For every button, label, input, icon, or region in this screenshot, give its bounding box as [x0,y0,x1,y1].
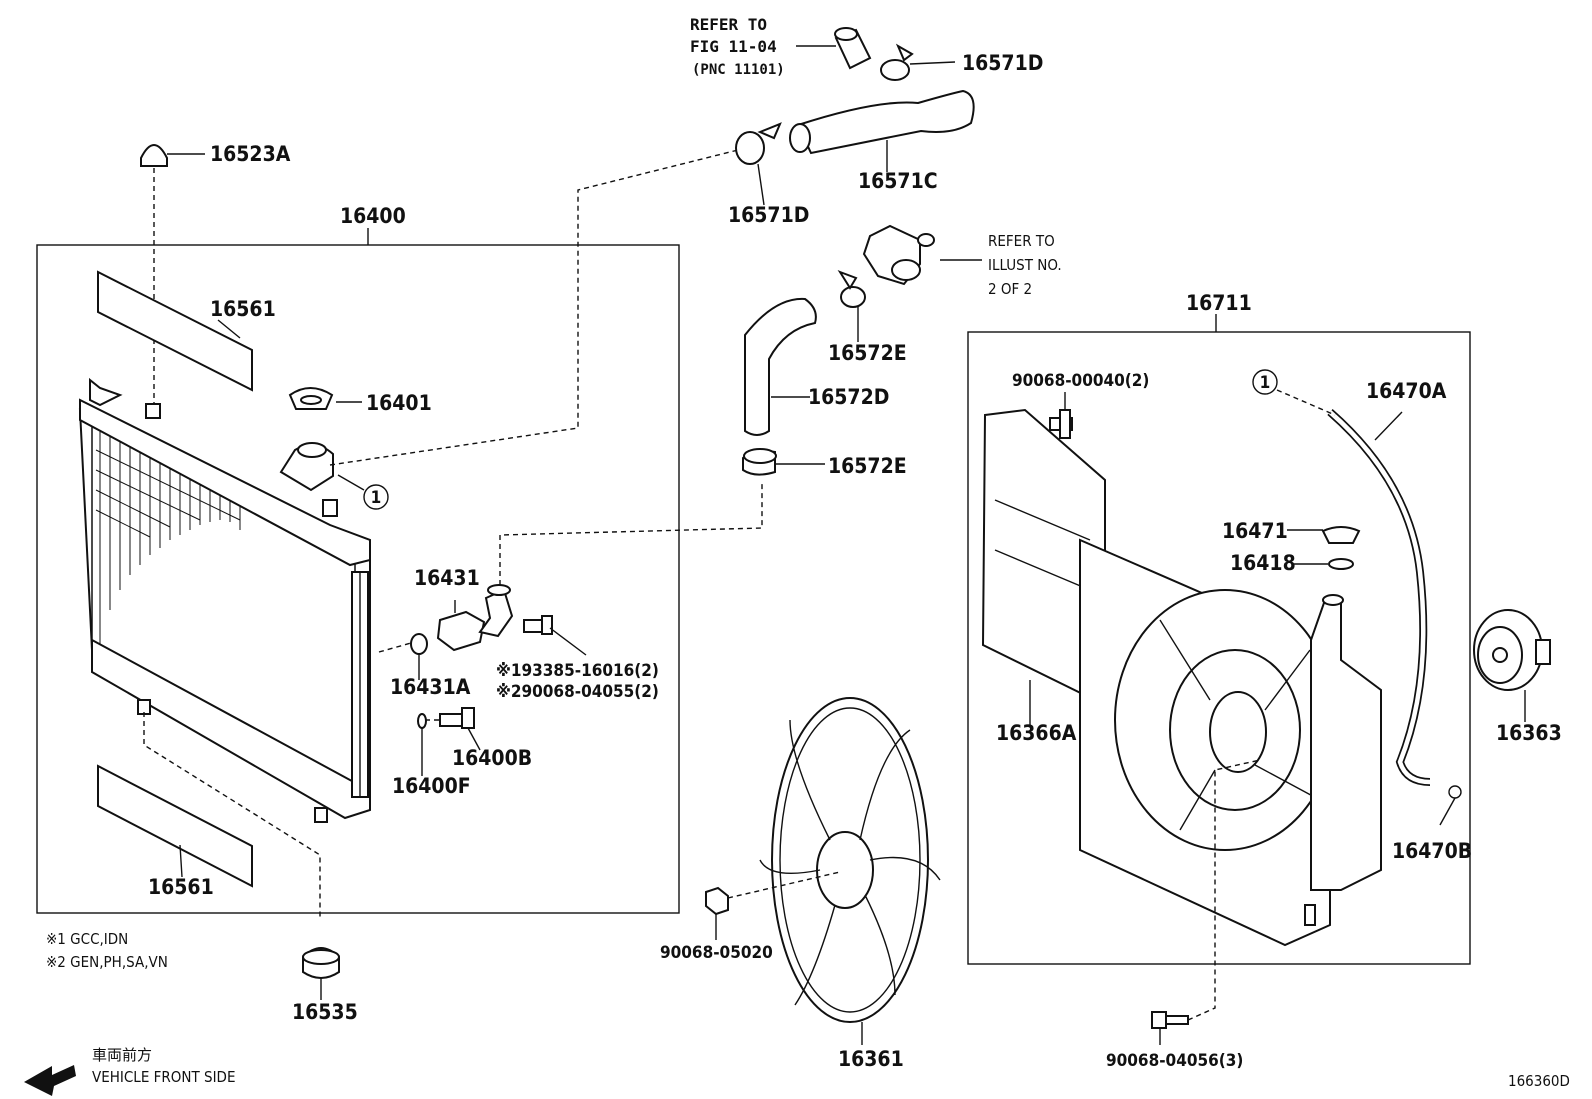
ref2-line1: REFER TO [988,232,1055,250]
cooling-fan-16361 [759,697,941,1045]
o-ring-16431A [378,633,428,680]
ref1-line3: (PNC 11101) [692,62,785,78]
fan-shroud-16711 [1079,538,1382,947]
label-16571C: 16571C [858,169,938,193]
label-16470A: 16470A [1366,379,1447,403]
label-16711: 16711 [1186,291,1252,315]
direction-en: VEHICLE FRONT SIDE [92,1068,235,1086]
ref2-line2: ILLUST NO. [988,256,1062,274]
bolt-90068-00040 [1049,392,1073,439]
label-90068-05020: 90068-05020 [660,943,773,963]
cushion-16535 [302,947,340,1000]
hose-path-lower [499,482,763,585]
note-2: ※2 GEN,PH,SA,VN [46,953,168,971]
bolt-93385-16016 [523,615,587,656]
label-16418: 16418 [1230,551,1296,575]
callout-1-shroud-label: 1 [1260,373,1271,393]
clip-16470B [1439,785,1462,826]
label-16572E-top: 16572E [828,341,907,365]
bolt-90068-04056 [1151,759,1261,1045]
label-16400B: 16400B [452,746,532,770]
label-90068-00040: 90068-00040(2) [1012,371,1149,391]
label-90068-04056: 90068-04056(3) [1106,1051,1243,1071]
label-16470B: 16470B [1392,839,1472,863]
clamp-16571D-top [880,43,956,81]
direction-jp: 車両前方 [92,1046,152,1064]
label-16561-bottom: 16561 [148,875,214,899]
o-ring-16400F [417,713,427,776]
nut-90068-05020 [705,871,841,940]
drain-cock-16400B [425,707,481,751]
hose-connector-11101 [796,27,872,70]
callout-1-radiator: 1 [337,474,389,510]
fan-motor-16363 [1473,609,1551,722]
label-bolt-2: ※290068-04055(2) [496,682,659,702]
radiator-group-box [36,244,680,914]
label-16366A: 16366A [996,721,1077,745]
label-16400F: 16400F [392,774,471,798]
insulator-16561-top [97,270,253,392]
label-16561-top: 16561 [210,297,276,321]
label-16431: 16431 [414,566,480,590]
clamp-16571D-mid [735,122,782,206]
insulator-16561-bottom [97,712,321,920]
note-1: ※1 GCC,IDN [46,930,128,948]
clamp-16572E-bottom [742,448,825,476]
label-16401: 16401 [366,391,432,415]
label-16572E-bottom: 16572E [828,454,907,478]
label-16361: 16361 [838,1047,904,1071]
callout-1-shroud: 1 [1252,369,1336,416]
upper-hose-16571C [789,89,975,172]
label-16363: 16363 [1496,721,1562,745]
ref1-line1: REFER TO [690,15,767,34]
label-bolt-1: ※193385-16016(2) [496,661,659,681]
shroud-seal-16366A [981,408,1106,725]
overflow-hose-16470A [1327,408,1431,786]
radiator-cap-16523A [140,144,205,410]
lower-hose-16572D [744,297,817,436]
water-inlet-housing [862,224,982,286]
clamp-16572E-top [837,270,866,342]
label-16571D-top: 16571D [962,51,1043,75]
vehicle-front-arrow-icon [24,1065,76,1096]
diagram-id: 166360D [1508,1072,1570,1090]
callout-1-radiator-label: 1 [371,488,382,508]
label-16431A: 16431A [390,675,471,699]
radiator-cap-16401 [288,387,362,410]
label-16535: 16535 [292,1000,358,1024]
ref1-line2: FIG 11-04 [690,37,777,56]
label-16572D: 16572D [808,385,889,409]
ref2-line3: 2 OF 2 [988,280,1032,298]
label-16400: 16400 [340,204,406,228]
gasket-16418 [1294,558,1354,570]
label-16523A: 16523A [210,142,291,166]
label-16571D-mid: 16571D [728,203,809,227]
outlet-pipe-16431 [436,584,514,652]
reservoir-cap-16471 [1287,526,1361,544]
radiator-core-16400 [78,377,371,823]
fan-shroud-group-box [967,331,1471,965]
hose-path-upper [329,149,739,466]
label-16471: 16471 [1222,519,1288,543]
